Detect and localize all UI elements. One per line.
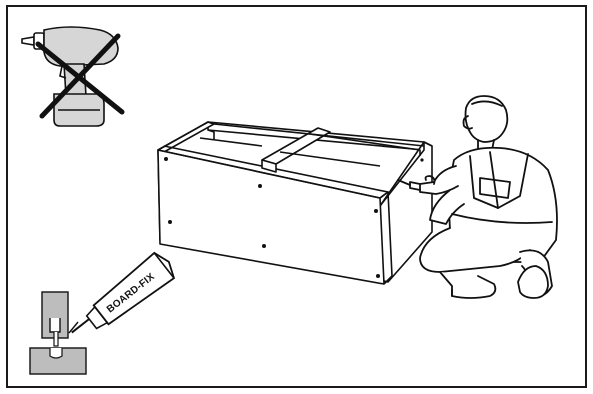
- glue-tube-icon: BOARD-FIX: [64, 249, 178, 348]
- cabinet-frame-drawing: [158, 122, 432, 284]
- power-drill-icon: [22, 27, 118, 126]
- crossed-out-drill-icon: [22, 27, 122, 126]
- glue-joint-detail: [30, 292, 86, 374]
